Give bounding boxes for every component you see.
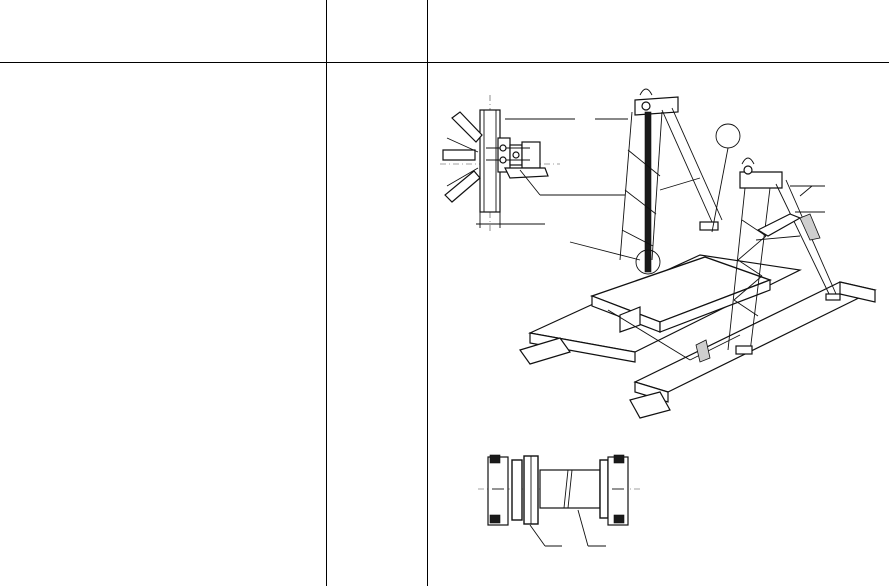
table-column-divider-1 <box>326 0 327 586</box>
table-header-bottom-border <box>0 62 889 63</box>
table-column-divider-2 <box>427 0 428 586</box>
